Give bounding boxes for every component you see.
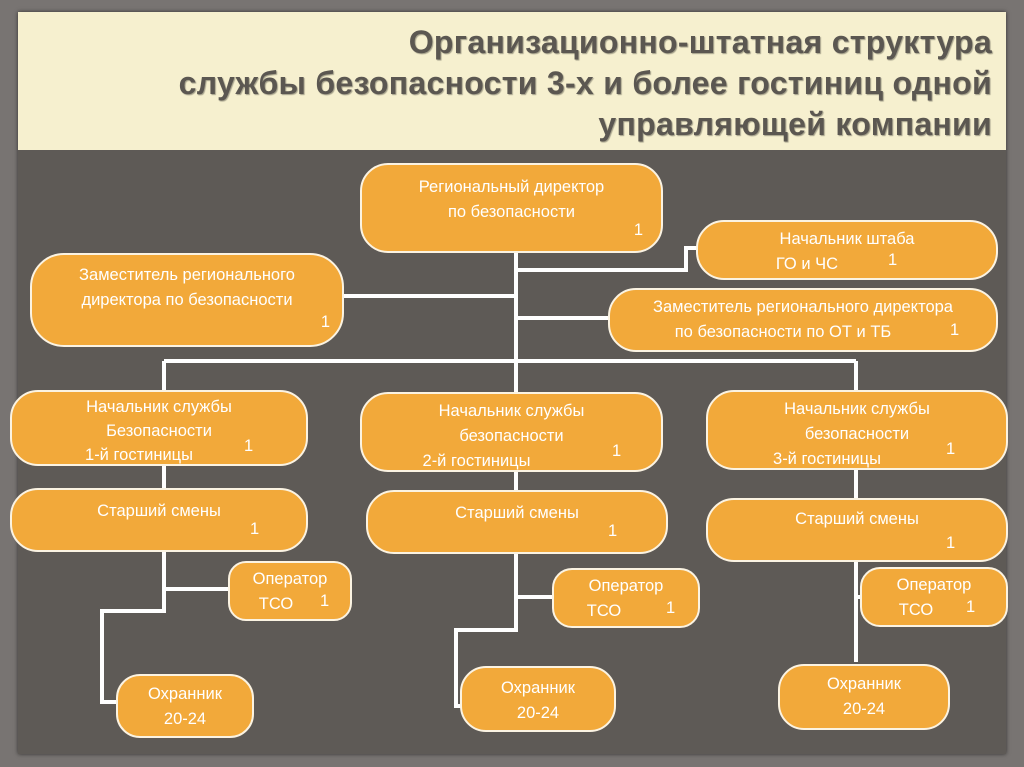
node-line: Заместитель регионального директора [653,298,953,316]
node-line: Оператор [252,570,328,588]
node-count: 1 [633,221,643,239]
node-count: 1 [946,534,956,552]
node-line: Охранник [148,685,222,703]
slide-frame: Организационно-штатная структура службы … [10,12,1008,754]
connector-lines [100,246,862,708]
connector-chief-of-staff [516,246,700,272]
node-operator-1: Оператор ТСО 1 [228,561,352,621]
slide-title-line-3: управляющей компании [598,106,992,142]
node-line: безопасности [804,425,910,443]
node-count: 1 [250,520,260,538]
node-line: по безопасности по ОТ и ТБ [674,323,892,341]
node-line: ГО и ЧС [775,255,839,273]
slide-title-line-1: Организационно-штатная структура [408,24,992,60]
connector-guard-1 [100,589,166,704]
node-line: 20-24 [163,710,207,728]
node-line: Начальник штаба [779,230,915,248]
node-head-hotel-3: Начальник службы безопасности 3-й гостин… [706,390,1008,470]
node-chief-of-staff: Начальник штаба ГО и ЧС 1 [696,220,998,280]
node-count: 1 [888,251,898,269]
node-line: ТСО [586,602,622,620]
node-line: ТСО [898,601,934,619]
node-deputy-right: Заместитель регионального директора по б… [608,288,998,352]
node-count: 1 [244,437,254,455]
node-line: Начальник службы [438,402,585,420]
node-line: 20-24 [516,704,560,722]
node-count: 1 [608,522,618,540]
node-line: Старший смены [455,504,579,522]
node-line: Старший смены [795,510,919,528]
node-line: 1-й гостиницы [85,446,193,464]
node-regional-director: Региональный директор по безопасности 1 [360,163,663,253]
node-shift-1: Старший смены 1 [10,488,308,552]
node-shift-3: Старший смены 1 [706,498,1008,562]
node-line: Начальник службы [86,398,232,416]
node-line: 2-й гостиницы [422,452,531,470]
node-line: безопасности [459,427,564,445]
node-count: 1 [612,442,622,460]
node-count: 1 [950,321,960,339]
node-deputy-left: Заместитель регионального директора по б… [30,253,344,347]
node-guard-3: Охранник 20-24 [778,664,950,730]
node-line: директора по безопасности [81,291,293,309]
node-line: Региональный директор [418,178,605,196]
node-line: Безопасности [106,422,212,440]
node-operator-2: Оператор ТСО 1 [552,568,700,628]
title-band: Организационно-штатная структура службы … [18,12,1006,150]
node-line: Оператор [588,577,664,595]
node-line: 20-24 [842,700,886,718]
node-shift-2: Старший смены 1 [366,490,668,554]
slide-title-line-2: службы безопасности 3-х и более гостиниц… [178,65,992,101]
node-count: 1 [320,592,330,610]
node-head-hotel-1: Начальник службы Безопасности 1-й гостин… [10,390,308,466]
node-count: 1 [966,598,976,616]
node-count: 1 [666,599,676,617]
node-line: Заместитель регионального [79,266,295,284]
node-guard-1: Охранник 20-24 [116,674,254,738]
node-line: Начальник службы [784,400,930,418]
node-line: ТСО [258,595,294,613]
node-count: 1 [946,440,956,458]
node-line: Оператор [896,576,972,594]
node-line: Охранник [827,675,901,693]
node-head-hotel-2: Начальник службы безопасности 2-й гостин… [360,392,663,472]
node-guard-2: Охранник 20-24 [460,666,616,732]
node-line: 3-й гостиницы [773,450,881,468]
node-operator-3: Оператор ТСО 1 [860,567,1008,627]
connector-guard-2 [454,597,518,708]
node-line: Старший смены [97,502,221,520]
node-line: Охранник [501,679,575,697]
node-count: 1 [320,313,330,331]
node-line: по безопасности [447,203,575,221]
